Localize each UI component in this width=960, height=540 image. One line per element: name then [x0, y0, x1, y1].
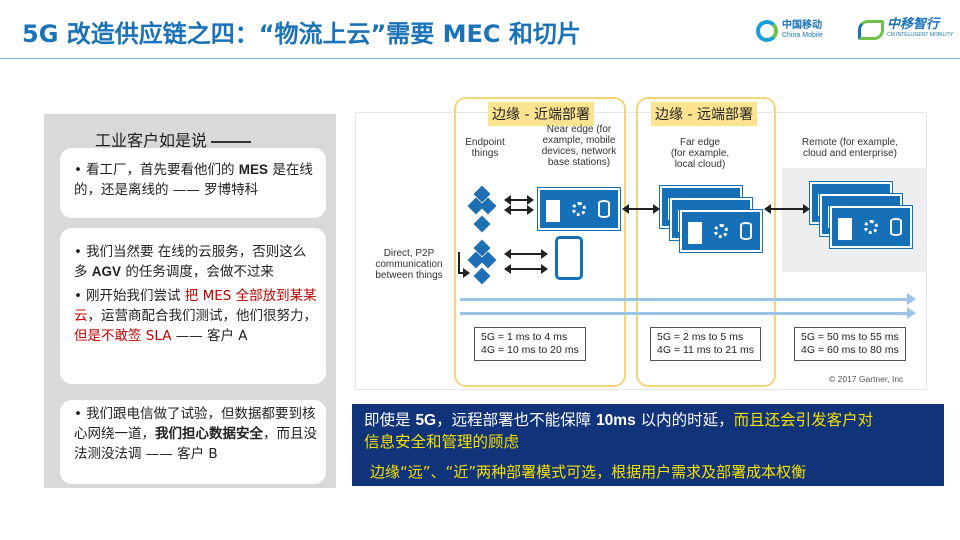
gear-icon	[714, 224, 728, 238]
latency-remote-5g: 5G = 50 ms to 55 ms	[801, 331, 899, 343]
far-edge-server-icon	[679, 209, 763, 253]
zhongyi-logo-en: CM INTELLIGENT MOBILITY	[887, 32, 954, 38]
bullet: •	[74, 162, 82, 178]
quote2b-pre: 刚开始我们尝试	[86, 288, 185, 304]
latency-near-edge: 5G = 1 ms to 4 ms 4G = 10 ms to 20 ms	[474, 327, 586, 361]
title-divider	[0, 58, 960, 59]
label-near-edge: Near edge (for example, mobile devices, …	[541, 124, 617, 168]
database-icon	[890, 218, 902, 236]
customer-quotes-heading: 工业客户如是说	[95, 127, 252, 151]
quote2b-mid: ，运营商配合我们测试，他们很努力，	[87, 308, 318, 324]
bullet: •	[74, 288, 82, 304]
remote-server-icon	[829, 205, 913, 249]
china-mobile-logo: 中国移动 China Mobile	[756, 20, 823, 42]
quote1-post: 是在线的，还是离线的 —— 罗博特科	[74, 162, 313, 198]
latency-far-5g: 5G = 2 ms to 5 ms	[657, 331, 744, 343]
quote2a-post: 的任务调度，会做不过来	[121, 264, 274, 280]
summary-5g: 5G	[415, 412, 437, 429]
quote2b: •刚开始我们尝试 把 MES 全部放到某某云，运营商配合我们测试，他们很努力， 但…	[74, 286, 318, 346]
page-title: 5G 改造供应链之四：“物流上云”需要 MEC 和切片	[22, 20, 581, 48]
label-endpoint: Endpoint things	[465, 137, 505, 159]
quote2a: •我们当然要 在线的云服务，否则这么多 AGV 的任务调度，会做不过来	[74, 242, 318, 282]
database-icon	[740, 222, 752, 240]
quote3-bold: 我们担心数据安全	[155, 426, 263, 442]
quote3-post: ，而且没法测没法调 —— 客户 B	[74, 426, 317, 462]
quote1-mes: MES	[238, 162, 269, 177]
copyright-text: © 2017 Gartner, Inc	[829, 374, 904, 384]
bidirectional-arrow	[764, 204, 810, 214]
quote2a-agv: AGV	[91, 264, 122, 279]
summary-10ms: 10ms	[596, 412, 636, 429]
latency-far-edge: 5G = 2 ms to 5 ms 4G = 11 ms to 21 ms	[650, 327, 761, 361]
p2p-arrow	[458, 268, 470, 278]
summary-box	[352, 404, 944, 486]
tag-far-edge: 边缘 - 远端部署	[651, 102, 757, 126]
gear-icon	[864, 220, 878, 234]
china-mobile-logo-icon	[756, 20, 778, 42]
latency-flow-line	[460, 293, 916, 305]
near-edge-server-icon	[537, 187, 621, 231]
quote3-pre: 我们跟电信做了试验，但数据都要到核心网绕一道，	[74, 406, 316, 442]
far-edge-highlight	[636, 97, 776, 387]
gear-icon	[572, 202, 586, 216]
near-edge-highlight	[454, 97, 626, 387]
latency-flow-line	[460, 307, 916, 319]
latency-remote-4g: 4G = 60 ms to 80 ms	[801, 344, 899, 356]
zhongyi-logo-icon	[858, 20, 884, 40]
mobile-device-icon	[555, 236, 583, 280]
label-remote: Remote (for example, cloud and enterpris…	[801, 137, 899, 159]
latency-remote: 5G = 50 ms to 55 ms 4G = 60 ms to 80 ms	[794, 327, 906, 361]
zhongyi-logo-cn: 中移智行	[887, 17, 940, 32]
summary-line-2: 信息安全和管理的顾虑	[364, 433, 520, 451]
latency-far-4g: 4G = 11 ms to 21 ms	[657, 344, 754, 356]
summary-l1a: 即使是	[364, 411, 416, 429]
bidirectional-arrow	[504, 205, 534, 215]
summary-l1c: 以内的时延，	[635, 411, 734, 429]
label-far-edge: Far edge (for example, local cloud)	[670, 137, 730, 170]
p2p-bracket	[458, 252, 460, 274]
latency-near-5g: 5G = 1 ms to 4 ms	[481, 331, 568, 343]
heading-dash	[211, 140, 252, 143]
bullet: •	[74, 406, 82, 422]
quote-card-1: •看工厂，首先要看他们的 MES 是在线的，还是离线的 —— 罗博特科	[60, 148, 326, 218]
quote2a-pre: 我们当然要 在线的云服务，否则这么多	[74, 244, 307, 280]
summary-l1b: ，远程部署也不能保障	[436, 411, 597, 429]
quote2b-post: —— 客户 A	[171, 328, 248, 344]
zhongyi-logo: 中移智行 CM INTELLIGENT MOBILITY	[858, 17, 954, 40]
database-icon	[598, 200, 610, 218]
tag-near-edge: 边缘 - 近端部署	[488, 102, 594, 126]
quote-card-3: •我们跟电信做了试验，但数据都要到核心网绕一道，我们担心数据安全，而且没法测没法…	[60, 400, 326, 484]
summary-line-3: 边缘“远”、“近”两种部署模式可选，根据用户需求及部署成本权衡	[370, 463, 807, 481]
customer-quotes-heading-text: 工业客户如是说	[95, 131, 208, 150]
bidirectional-arrow	[504, 264, 548, 274]
china-mobile-logo-cn: 中国移动	[782, 20, 822, 31]
summary-l1d: 而且还会引发客户对	[733, 411, 874, 429]
quote-card-2: •我们当然要 在线的云服务，否则这么多 AGV 的任务调度，会做不过来 •刚开始…	[60, 228, 326, 384]
quote1-pre: 看工厂，首先要看他们的	[86, 162, 239, 178]
summary-line-1: 即使是 5G，远程部署也不能保障 10ms 以内的时延，而且还会引发客户对	[364, 409, 960, 432]
china-mobile-logo-en: China Mobile	[782, 32, 823, 39]
latency-near-4g: 4G = 10 ms to 20 ms	[481, 344, 579, 356]
quote2b-red2: 但是不敢签 SLA	[74, 328, 172, 344]
bidirectional-arrow	[504, 249, 548, 259]
label-p2p: Direct, P2P communication between things	[375, 248, 443, 281]
quote2b-red1: 把 MES 全部放到某某云	[74, 288, 317, 324]
bullet: •	[74, 244, 82, 260]
bidirectional-arrow	[622, 204, 660, 214]
bidirectional-arrow	[504, 195, 534, 205]
